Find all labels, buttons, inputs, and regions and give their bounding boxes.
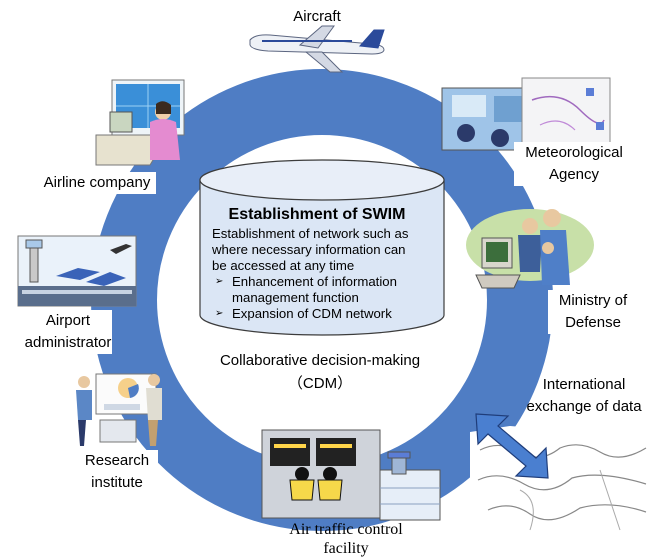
swim-description-block: Establishment of network such as where n… [212, 226, 422, 322]
swim-cylinder [199, 159, 445, 336]
swim-title: Establishment of SWIM [228, 206, 406, 223]
research-institute-image [76, 373, 162, 446]
meteorological-agency-image [441, 77, 611, 151]
air-traffic-control-label: Air traffic control facility [289, 521, 403, 557]
meteorological-agency-label: Meteorological Agency [514, 142, 634, 186]
airline-company-image [95, 79, 185, 166]
air-traffic-control-image [261, 429, 441, 521]
world-map-image [470, 426, 647, 540]
swim-description: Establishment of network such as where n… [212, 226, 409, 273]
cdm-label: Collaborative decision-making （CDM） [219, 352, 421, 392]
swim-bullet-2: ➢Expansion of CDM network [215, 306, 392, 321]
aircraft-label: Aircraft [293, 8, 341, 25]
data-exchange-arrow [475, 413, 549, 479]
airport-image [17, 235, 137, 307]
international-exchange-label: International exchange of data [526, 376, 642, 415]
bullet-arrow-icon: ➢ [215, 276, 224, 287]
research-institute-label: Research institute [76, 450, 158, 494]
swim-bullet-1: ➢Enhancement of information management f… [215, 274, 397, 305]
airline-company-label: Airline company [38, 172, 156, 194]
airport-administrator-label: Airport administrator [24, 310, 112, 354]
bullet-arrow-icon: ➢ [215, 308, 224, 319]
aircraft-image [249, 25, 385, 73]
ministry-of-defense-image [466, 209, 594, 289]
ministry-of-defense-label: Ministry of Defense [548, 290, 638, 334]
